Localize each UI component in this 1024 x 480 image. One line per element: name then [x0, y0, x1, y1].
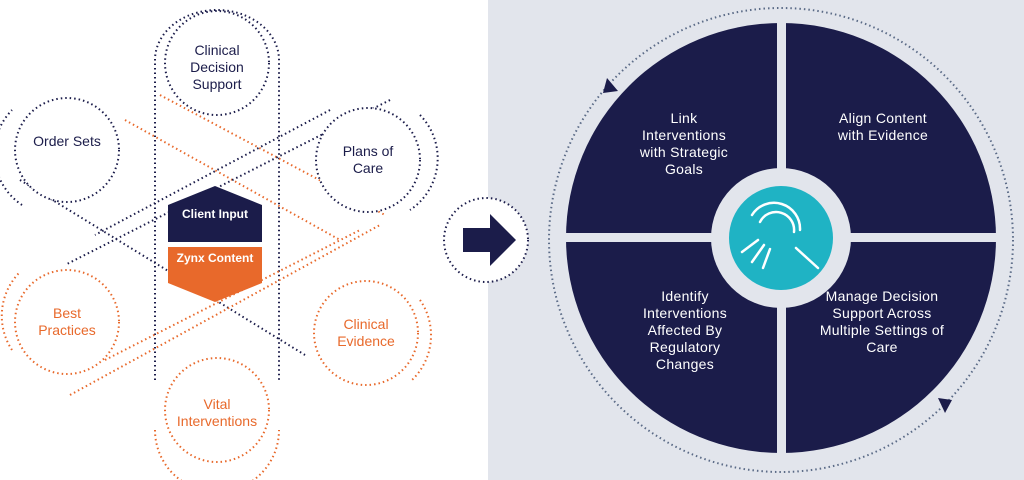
best-practices-label: Best Practices — [38, 305, 96, 338]
vital-interventions-outer-arc — [154, 429, 280, 480]
magnifier-icon — [740, 201, 820, 270]
plans-of-care-label: Plans of Care — [342, 143, 394, 176]
orange-diagonal-loop-a — [124, 119, 341, 241]
clinical-decision-support-circle — [164, 10, 270, 116]
right-diagram — [548, 7, 1014, 473]
clinical-decision-support-label: Clinical Decision Support — [190, 42, 244, 92]
left-diagram — [0, 9, 439, 480]
zynx-content-hexagon-bottom — [168, 247, 262, 302]
center-hub — [729, 186, 833, 290]
quadrant-top-right-label: Align Content with Evidence — [837, 110, 929, 143]
transition-arrow — [443, 197, 529, 283]
zynx-content-label: Zynx Content — [176, 251, 254, 265]
vital-interventions-label: Vital Interventions — [176, 396, 258, 429]
clinical-evidence-outer-arc — [411, 299, 433, 381]
orange-diagonal-line-d — [104, 229, 361, 361]
client-input-hexagon-top — [168, 186, 262, 242]
quadrant-top-left-label: Link Interventions with Strategic Goals — [639, 110, 729, 177]
arrow-right-icon — [463, 214, 516, 266]
plans-of-care-outer-arc — [409, 114, 439, 211]
cycle-arrowhead-bottom-right — [938, 398, 952, 413]
clinical-evidence-label: Clinical Evidence — [337, 316, 395, 349]
order-sets-label: Order Sets — [33, 133, 101, 149]
best-practices-circle — [14, 269, 120, 375]
order-sets-outer-arc — [0, 109, 23, 206]
client-input-label: Client Input — [182, 207, 248, 221]
best-practices-outer-arc — [0, 271, 21, 351]
order-sets-circle — [14, 97, 120, 203]
vital-interventions-circle — [164, 357, 270, 463]
quadrant-bottom-right-label: Manage Decision Support Across Multiple … — [819, 288, 945, 355]
navy-diagonal-line-b — [94, 109, 331, 236]
clinical-evidence-circle — [313, 280, 419, 386]
navy-diagonal-line-c — [19, 179, 306, 356]
plans-of-care-circle — [315, 107, 421, 213]
outer-cycle-ring — [548, 7, 1014, 473]
quadrant-bottom-left-label: Identify Interventions Affected By Regul… — [642, 288, 728, 372]
orange-diagonal-line-c — [69, 224, 381, 396]
cycle-arrowhead-top-left — [603, 78, 618, 93]
